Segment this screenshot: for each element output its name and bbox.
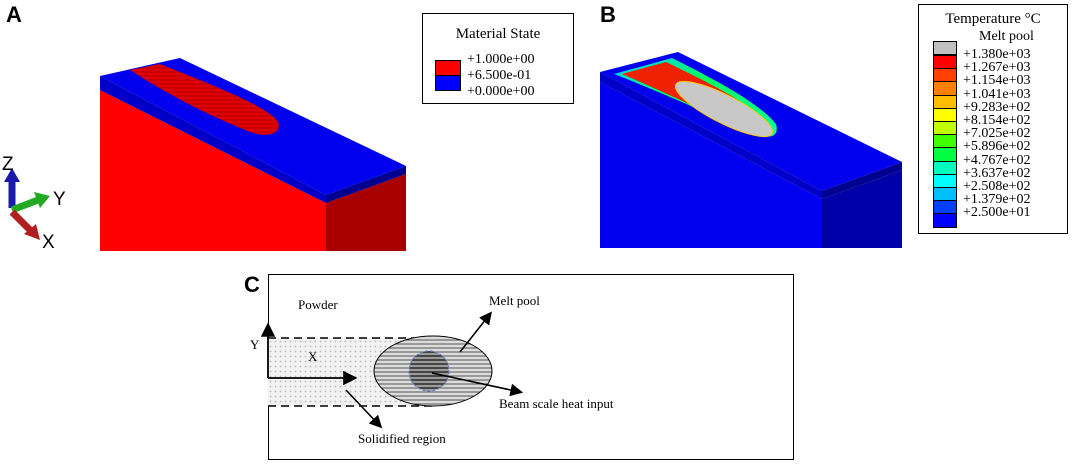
temperature-legend-entry-1: +1.380e+03 [963,47,1031,62]
material-legend-entry-3: +0.000e+00 [467,84,535,99]
temperature-swatch-4 [933,94,957,109]
material-legend-title: Material State [455,26,541,42]
material-state-legend: Material State +1.000e+00 +6.500e-01 +0.… [422,13,574,104]
temperature-swatch-3 [933,81,957,96]
material-legend-entry-2: +6.500e-01 [467,68,532,83]
temperature-legend-entry-3: +1.154e+03 [963,73,1031,89]
temperature-swatch-11 [933,187,957,202]
temperature-swatch-10 [933,173,957,188]
temperature-swatch-2 [933,68,957,83]
block-side-face [326,174,406,251]
solidified-pointer [345,389,383,429]
powder-layer-front [100,76,326,203]
temperature-swatch-7 [933,134,957,149]
temperature-legend-entry-5: +9.283e+02 [963,99,1031,115]
coordinate-triad: Z Y X [2,154,66,253]
melt-pool-region [674,80,774,138]
schematic-diagram [260,311,524,429]
powder-layer-side [326,166,406,203]
temperature-swatch-5 [933,107,957,122]
material-swatch-blue [435,75,461,91]
temperature-swatch-6 [933,121,957,136]
melt-pool-pointer [459,311,492,353]
material-swatch-red [435,60,461,76]
temperature-legend-entry-2: +1.267e+03 [963,60,1031,76]
temperature-legend-entry-13: +2.500e+01 [963,205,1031,221]
solidified-track [130,64,279,135]
panel-label-c: C [244,272,260,297]
material-legend-entry-1: +1.000e+00 [467,52,535,67]
temperature-legend-entry-8: +5.896e+02 [963,139,1031,155]
temperature-swatch-1 [933,55,957,70]
panel-label-a: A [6,2,22,27]
triad-label-y: Y [53,189,66,210]
powder-layer-side [822,162,902,199]
temperature-legend-entry-11: +2.508e+02 [963,179,1031,194]
temperature-legend-entry-10: +3.637e+02 [963,165,1031,181]
triad-label-x: X [42,232,55,253]
panel-label-b: B [600,2,616,27]
beam-heat-input-shape [408,350,450,392]
melt-pool-swatch [933,41,957,55]
temperature-legend: Temperature °C Melt pool +1.380e+03+1.26… [918,4,1068,234]
temperature-legend-entry-6: +8.154e+02 [963,113,1031,128]
block-front-face [600,82,822,248]
temperature-legend-entry-7: +7.025e+02 [963,126,1031,142]
powder-layer-front [600,72,822,199]
axis-x-label: X [308,349,318,364]
temperature-swatch-12 [933,200,957,215]
block-side-face [822,170,902,248]
temperature-swatch-13 [933,213,957,228]
material-state-model [100,58,406,251]
temperature-legend-entry-12: +1.379e+02 [963,192,1031,208]
triad-label-z: Z [2,154,14,175]
axis-y-label: Y [250,337,260,352]
block-front-face [100,90,326,251]
temperature-legend-title: Temperature °C [945,11,1041,27]
melt-pool-label: Melt pool [489,293,540,308]
beam-pointer [431,372,524,397]
temperature-legend-entry-9: +4.767e+02 [963,152,1031,168]
solidified-label: Solidified region [358,431,446,446]
temperature-swatch-9 [933,160,957,175]
powder-label: Powder [298,297,338,312]
beam-label: Beam scale heat input [499,396,614,411]
melt-pool-legend-label: Melt pool [979,29,1034,44]
temperature-legend-entry-4: +1.041e+03 [963,86,1031,102]
temperature-model [600,52,902,248]
temperature-swatch-8 [933,147,957,162]
